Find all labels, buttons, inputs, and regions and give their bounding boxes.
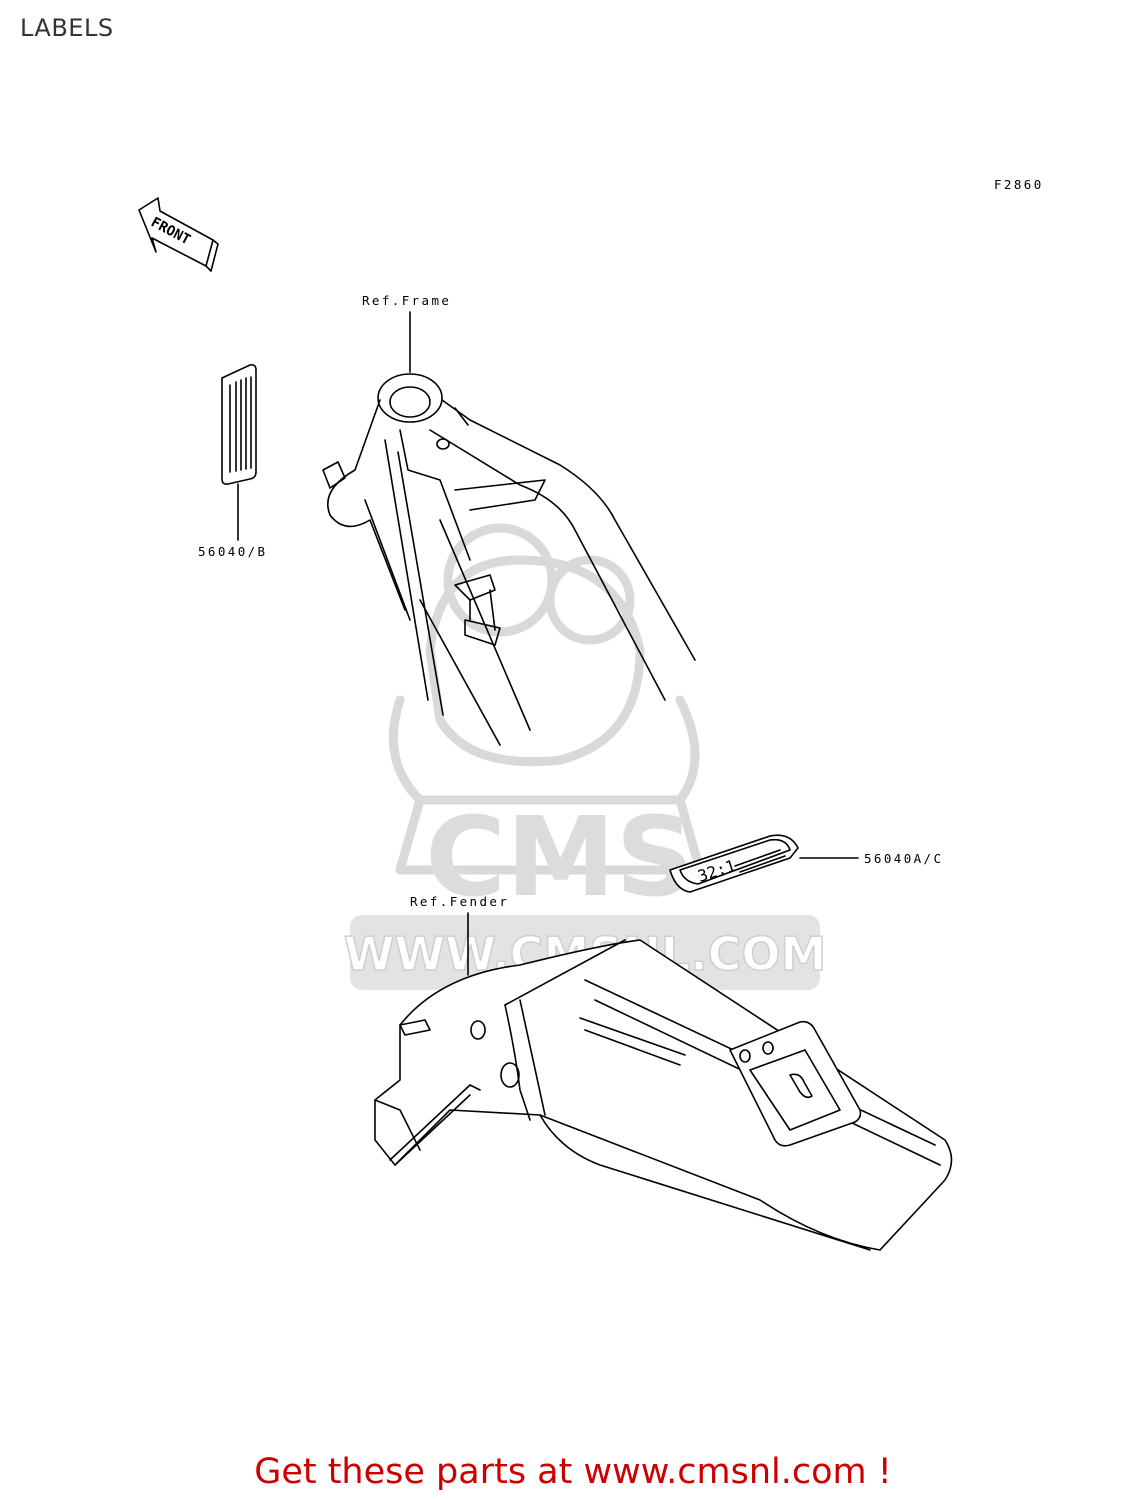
ref-frame-label: Ref.Frame	[362, 293, 451, 308]
page-title: LABELS	[20, 14, 114, 42]
cms-watermark: CMS WWW.CMSNL.COM	[343, 523, 827, 990]
part-number-56040-b: 56040/B	[198, 544, 267, 559]
watermark-brand: CMS	[425, 793, 694, 921]
frame-drawing	[322, 373, 696, 746]
front-direction-arrow: FRONT	[138, 197, 219, 272]
footer-cta[interactable]: Get these parts at www.cmsnl.com !	[254, 1452, 892, 1492]
ref-fender-label: Ref.Fender	[410, 894, 509, 909]
fender-drawing	[374, 939, 953, 1251]
figure-code: F2860	[994, 177, 1044, 192]
label-56040a-c: 32:1	[669, 834, 859, 893]
label-56040-b	[221, 364, 257, 541]
part-number-56040a-c: 56040A/C	[864, 851, 943, 866]
